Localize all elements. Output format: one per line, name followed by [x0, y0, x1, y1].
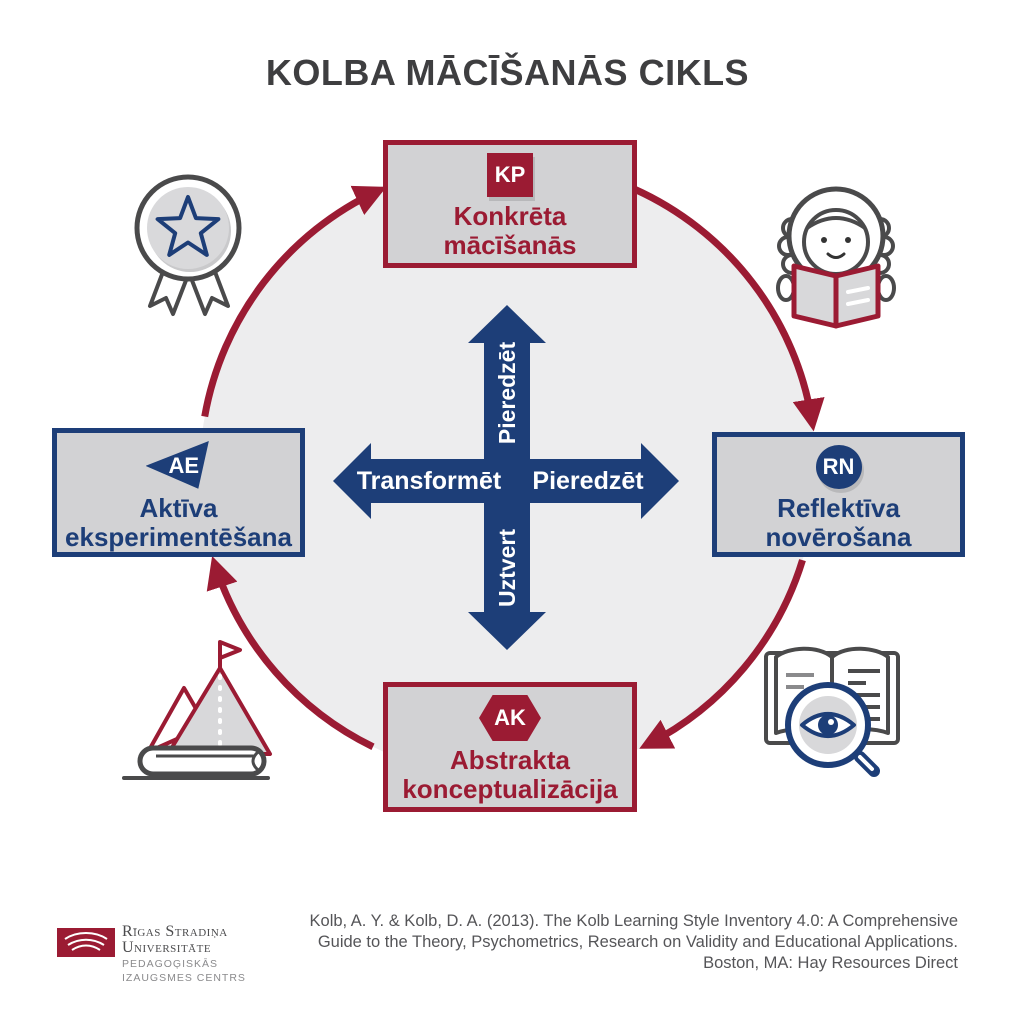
ae-badge: AE: [145, 441, 209, 489]
cycle-arc-ak-to-ae: [206, 556, 375, 750]
medal-star-icon: [134, 174, 242, 316]
reading-person-icon: [776, 186, 896, 329]
citation-text: Kolb, A. Y. & Kolb, D. A. (2013). The Ko…: [309, 912, 958, 972]
cycle-arc-rn-to-ak: [639, 559, 806, 749]
axis-label-down: Uztvert: [494, 529, 520, 607]
kp-badge: KP: [487, 153, 533, 197]
cycle-arc-ae-to-kp: [201, 185, 387, 418]
mountain-goal-book-icon: [122, 640, 272, 780]
axis-label-up: Pieredzēt: [494, 342, 520, 445]
page-title: KOLBA MĀCĪŠANĀS CIKLS: [265, 52, 750, 93]
university-name: Rīgas Stradiņa Universitāte: [122, 923, 228, 956]
book-magnifier-eye-icon: [764, 646, 900, 777]
axis-label-right: Pieredzēt: [532, 467, 644, 495]
axes-cross-arrows: [333, 305, 679, 650]
ak-badge: AK: [479, 695, 541, 741]
department-name: PEDAGOĢISKĀS IZAUGSMES CENTRS: [122, 958, 246, 984]
axis-label-left: Transformēt: [357, 467, 502, 495]
rn-badge: RN: [815, 445, 862, 489]
rsu-logo-icon: [57, 928, 115, 957]
cycle-arc-kp-to-rn: [631, 185, 825, 432]
